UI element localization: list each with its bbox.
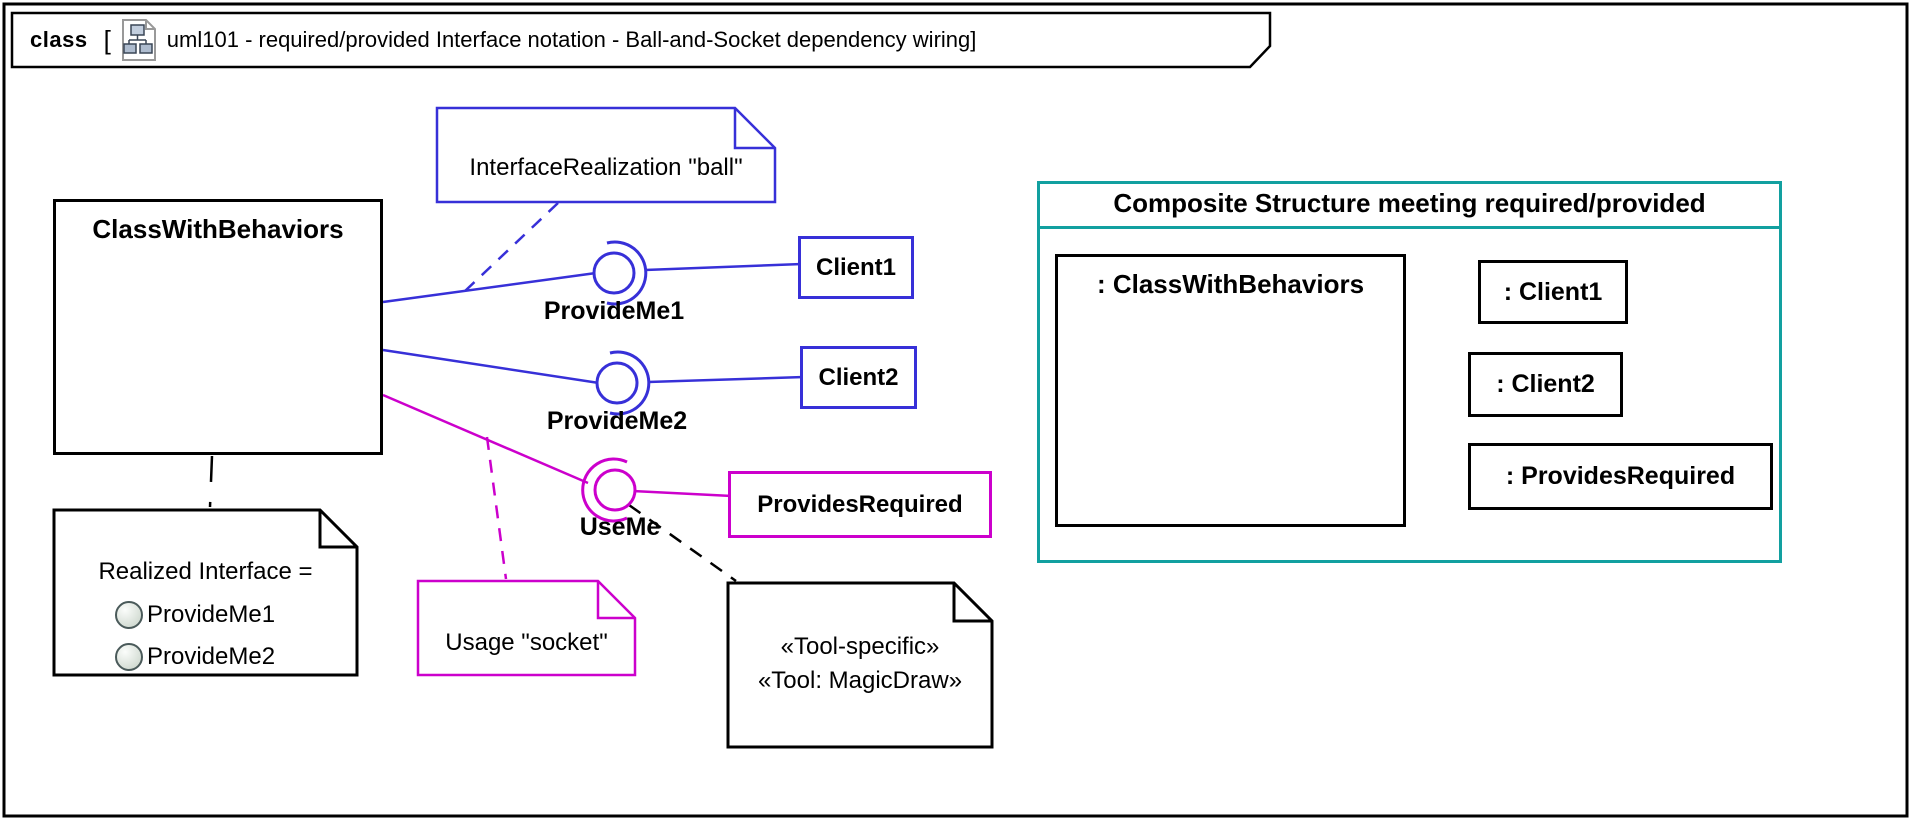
provideme2-label: ProvideMe2 — [546, 407, 688, 435]
provides-required-label: ProvidesRequired — [757, 490, 963, 518]
client1-box[interactable]: Client1 — [798, 236, 914, 299]
bracket-open: [ — [103, 24, 111, 55]
diagram-kind-label: class — [30, 27, 88, 52]
note-interface-realization[interactable] — [435, 106, 777, 204]
socket-arc-provideme2 — [609, 350, 651, 416]
diagram-header: class [ uml101 - required/provided Inter… — [12, 13, 1270, 67]
composite-part-client1[interactable]: : Client1 — [1478, 260, 1628, 324]
socket-arc-useme — [581, 457, 628, 523]
realized-interface-item2: ProvideMe2 — [147, 643, 276, 670]
composite-title-text: Composite Structure meeting required/pro… — [1113, 188, 1706, 218]
provideme1-connector[interactable] — [382, 240, 803, 306]
composite-part-label: : ClassWithBehaviors — [1096, 269, 1365, 299]
composite-part-classwithbehaviors[interactable]: : ClassWithBehaviors — [1055, 254, 1406, 527]
socket-arc-provideme1 — [606, 240, 648, 306]
composite-part-client2[interactable]: : Client2 — [1468, 352, 1623, 417]
interface-ball-icon — [115, 643, 143, 671]
realized-interface-item1: ProvideMe1 — [147, 601, 276, 628]
note-realized-interface[interactable] — [52, 508, 359, 677]
usage-socket-note-text: Usage "socket" — [445, 629, 608, 656]
socket-note-dashed-line — [485, 436, 508, 580]
composite-structure-title: Composite Structure meeting required/pro… — [1037, 181, 1782, 229]
ball-useme — [593, 468, 637, 512]
useme-label: UseMe — [579, 513, 661, 541]
tool-specific-line2: «Tool: MagicDraw» — [757, 667, 963, 694]
tool-specific-line1: «Tool-specific» — [780, 633, 940, 660]
useme-connector[interactable] — [382, 393, 733, 523]
note-tool-specific[interactable] — [726, 581, 994, 749]
client1-label: Client1 — [815, 253, 896, 281]
class-name: ClassWithBehaviors — [92, 214, 344, 244]
note-usage-socket[interactable] — [416, 579, 637, 677]
provideme1-label: ProvideMe1 — [543, 297, 685, 325]
diagram-frame — [2, 2, 1909, 818]
ball-provideme1 — [592, 251, 636, 295]
client2-box[interactable]: Client2 — [800, 346, 917, 409]
provides-required-box[interactable]: ProvidesRequired — [728, 471, 992, 538]
composite-providesrequired-label: : ProvidesRequired — [1505, 462, 1736, 490]
ball-provideme2 — [595, 361, 639, 405]
diagram-title: uml101 - required/provided Interface not… — [166, 27, 977, 52]
interface-realization-note-text: InterfaceRealization "ball" — [469, 154, 743, 181]
class-with-behaviors-box[interactable]: ClassWithBehaviors — [53, 199, 383, 455]
diagram-header-tab — [10, 11, 1272, 69]
composite-part-providesrequired[interactable]: : ProvidesRequired — [1468, 443, 1773, 510]
realized-interface-title: Realized Interface = — [98, 558, 313, 585]
client2-label: Client2 — [818, 363, 899, 391]
composite-client2-label: : Client2 — [1496, 370, 1595, 398]
interface-ball-icon — [115, 601, 143, 629]
class-diagram-icon — [121, 18, 157, 62]
ball-note-dashed-line — [464, 202, 559, 292]
tool-note-dashed-line — [628, 503, 737, 583]
composite-client1-label: : Client1 — [1503, 277, 1603, 306]
note-anchor-line — [208, 455, 214, 508]
provideme2-connector[interactable] — [382, 348, 805, 416]
